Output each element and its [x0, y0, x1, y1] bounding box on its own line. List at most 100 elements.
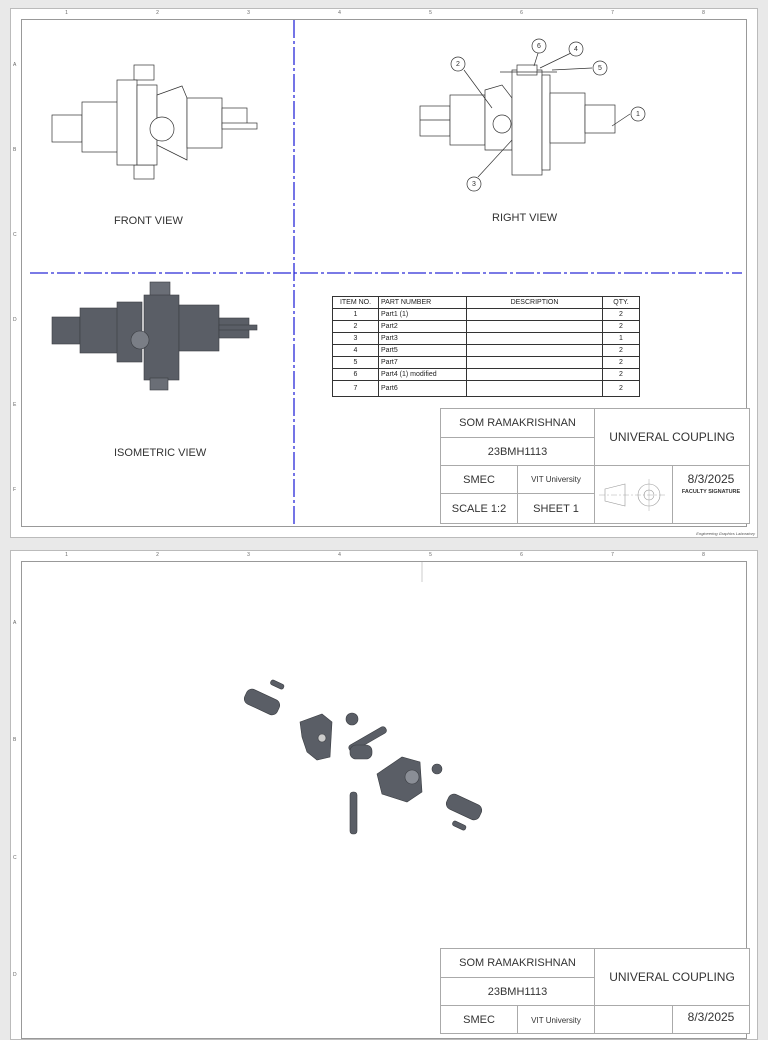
lab-name: Engineering Graphics Laboratory — [696, 531, 755, 536]
drawing-frame: 1 2 3 4 5 6 FRONT VIEW RIGHT — [21, 19, 750, 527]
part-shaft-2 — [445, 793, 483, 821]
bom-cell-item: 2 — [332, 320, 379, 333]
right-view-label: RIGHT VIEW — [492, 212, 558, 224]
balloon-6: 6 — [537, 43, 541, 50]
bom-cell-description — [466, 380, 603, 397]
zone-letter: C — [13, 231, 17, 238]
bom-cell-qty: 2 — [602, 320, 640, 333]
right-view-drawing — [419, 64, 616, 176]
third-angle-projection-icon — [598, 478, 667, 511]
drawing-title: UNIVERAL COUPLING — [594, 408, 750, 466]
bom-cell-part: Part2 — [378, 320, 467, 333]
bom-cell-description — [466, 320, 603, 333]
bom-cell-part: Part3 — [378, 332, 467, 345]
student-name: SOM RAMAKRISHNAN — [440, 408, 595, 438]
balloon-5: 5 — [598, 65, 602, 72]
header-item-no: ITEM NO. — [332, 296, 379, 309]
zone-number: 3 — [247, 10, 250, 16]
bom-cell-qty: 2 — [602, 344, 640, 357]
zone-letter: E — [13, 401, 17, 408]
zone-letter: F — [13, 486, 17, 493]
drawing-frame: SOM RAMAKRISHNAN 23BMH1113 UNIVERAL COUP… — [21, 561, 750, 1039]
zone-letter: B — [13, 737, 17, 744]
department: SMEC — [440, 1005, 518, 1034]
zone-number: 8 — [702, 10, 705, 16]
exploded-view-drawing — [243, 562, 483, 835]
zone-number: 6 — [520, 10, 523, 16]
bom-cell-qty: 2 — [602, 380, 640, 397]
zone-number: 8 — [702, 552, 705, 558]
isometric-view-drawing — [51, 281, 258, 391]
zone-number: 5 — [429, 10, 432, 16]
bom-header-row: ITEM NO. PART NUMBER DESCRIPTION QTY. — [332, 296, 640, 309]
bom-cell-qty: 1 — [602, 332, 640, 345]
zone-letter: C — [13, 854, 17, 861]
sheet-number: SHEET 1 — [517, 493, 595, 524]
bom-cell-part: Part7 — [378, 356, 467, 369]
zone-number: 6 — [520, 552, 523, 558]
header-description: DESCRIPTION — [466, 296, 603, 309]
zone-number: 4 — [338, 10, 341, 16]
scale: SCALE 1:2 — [440, 493, 518, 524]
zone-number: 7 — [611, 10, 614, 16]
bom-cell-item: 3 — [332, 332, 379, 345]
register-number: 23BMH1113 — [440, 437, 595, 466]
front-view-label: FRONT VIEW — [114, 215, 183, 227]
header-qty: QTY. — [602, 296, 640, 309]
bom-cell-qty: 2 — [602, 356, 640, 369]
part-nut-2 — [431, 763, 443, 775]
bom-cell-qty: 2 — [602, 308, 640, 321]
zone-number: 2 — [156, 552, 159, 558]
zone-number: 5 — [429, 552, 432, 558]
bom-cell-description — [466, 344, 603, 357]
front-view-drawing — [51, 64, 258, 180]
projection-symbol-cell — [594, 465, 673, 524]
faculty-signature-label: FACULTY SIGNATURE — [681, 489, 741, 495]
bom-cell-item: 1 — [332, 308, 379, 321]
bom-cell-item: 4 — [332, 344, 379, 357]
part-spider — [349, 744, 373, 760]
part-bolt-2 — [349, 791, 358, 835]
date: 8/3/2025 — [687, 472, 735, 486]
register-number: 23BMH1113 — [440, 977, 595, 1006]
balloon-1: 1 — [636, 111, 640, 118]
zone-letter: D — [13, 316, 17, 323]
bom-cell-item: 5 — [332, 356, 379, 369]
department: SMEC — [440, 465, 518, 494]
zone-letter: D — [13, 972, 17, 979]
part-yoke — [299, 713, 333, 761]
balloons — [450, 38, 646, 192]
bom-cell-description — [466, 368, 603, 381]
bom-cell-description — [466, 356, 603, 369]
balloon-2: 2 — [456, 61, 460, 68]
zone-number: 1 — [65, 552, 68, 558]
bom-cell-description — [466, 308, 603, 321]
balloon-4: 4 — [574, 46, 578, 53]
bom-cell-part: Part1 (1) — [378, 308, 467, 321]
date: 8/3/2025 — [672, 1005, 750, 1034]
zone-letter: A — [13, 619, 17, 626]
part-pin-2 — [452, 820, 467, 831]
zone-number: 3 — [247, 552, 250, 558]
zone-letter: B — [13, 146, 17, 153]
drawing-title: UNIVERAL COUPLING — [594, 948, 750, 1006]
university: VIT University — [517, 465, 595, 494]
bom-cell-item: 7 — [332, 380, 379, 397]
bom-cell-part: Part5 — [378, 344, 467, 357]
part-yoke-2 — [376, 756, 423, 803]
projection-symbol-cell — [594, 1005, 673, 1034]
bom-cell-qty: 2 — [602, 368, 640, 381]
header-part-number: PART NUMBER — [378, 296, 467, 309]
zone-letter: A — [13, 61, 17, 68]
part-nut — [345, 712, 359, 726]
university: VIT University — [517, 1005, 595, 1034]
